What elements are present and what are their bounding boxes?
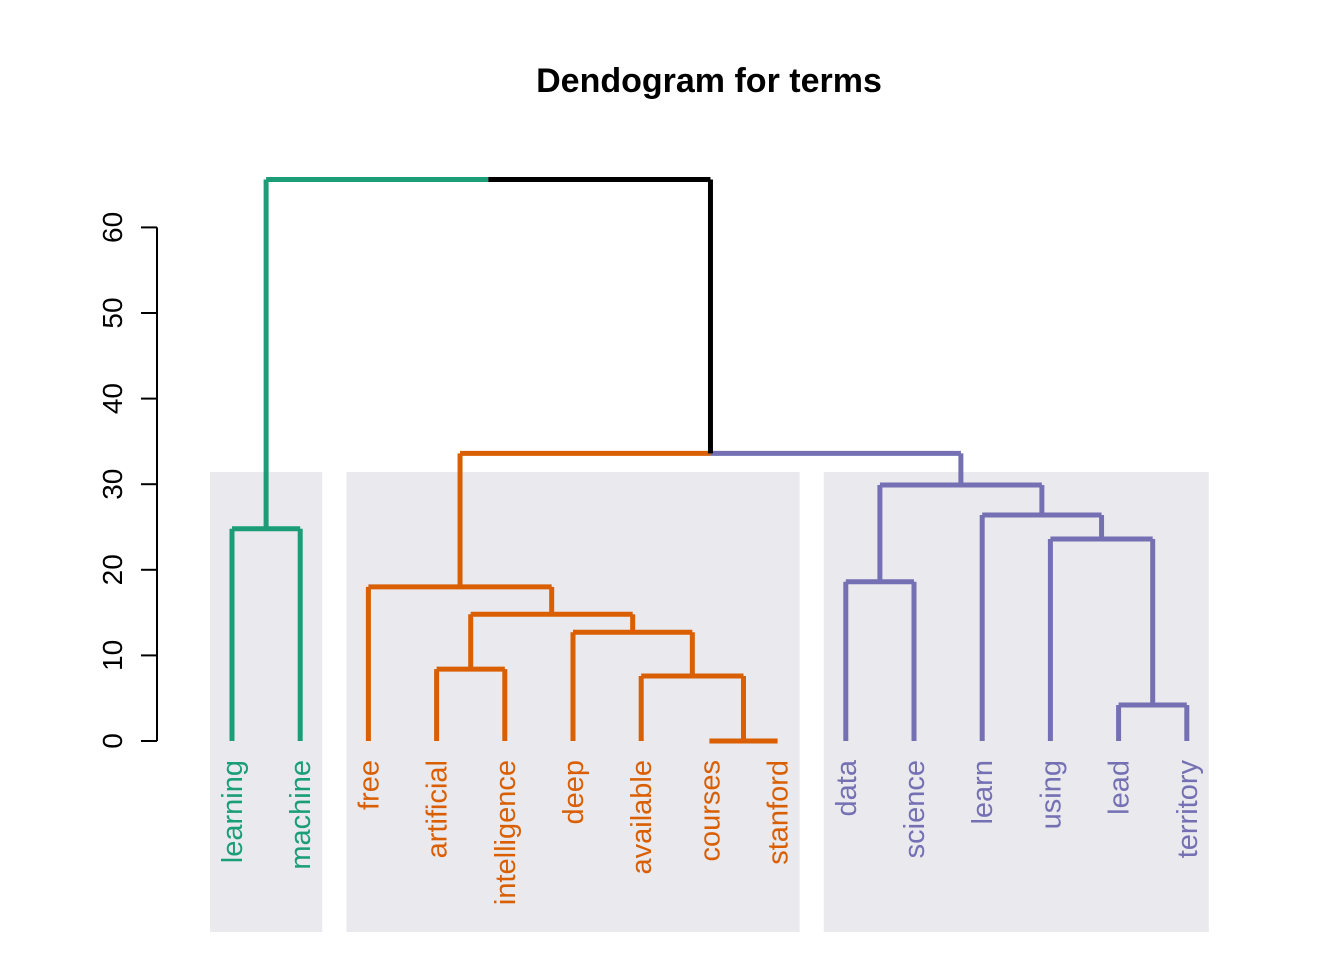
leaf-label-using: using — [1035, 760, 1067, 829]
leaf-label-deep: deep — [558, 760, 590, 825]
leaf-label-learning: learning — [217, 760, 249, 863]
leaf-label-data: data — [831, 759, 863, 816]
y-tick-label: 40 — [97, 383, 128, 414]
leaf-label-intelligence: intelligence — [490, 760, 522, 905]
y-tick-label: 0 — [97, 733, 128, 749]
leaf-label-stanford: stanford — [763, 760, 795, 865]
leaf-label-lead: lead — [1104, 760, 1136, 815]
chart-title: Dendogram for terms — [536, 62, 882, 100]
leaf-label-learn: learn — [967, 760, 999, 825]
y-tick-label: 50 — [97, 297, 128, 328]
leaf-label-free: free — [353, 760, 385, 810]
leaf-label-science: science — [899, 760, 931, 858]
leaf-label-available: available — [626, 760, 658, 874]
leaf-label-artificial: artificial — [422, 760, 454, 858]
y-tick-label: 60 — [97, 212, 128, 243]
leaf-label-courses: courses — [694, 760, 726, 862]
leaf-label-machine: machine — [285, 760, 317, 870]
leaf-labels: learning machine free artificial intelligenc… — [217, 759, 1204, 905]
leaf-label-territory: territory — [1172, 760, 1204, 859]
y-tick-label: 30 — [97, 469, 128, 500]
dendrogram-branches — [229, 176, 1190, 744]
y-axis: 0 10 20 30 40 50 60 — [97, 212, 158, 749]
y-tick-label: 10 — [97, 640, 128, 671]
cluster-box-1 — [210, 472, 323, 932]
y-tick-label: 20 — [97, 554, 128, 585]
cluster-box-3 — [823, 472, 1209, 932]
